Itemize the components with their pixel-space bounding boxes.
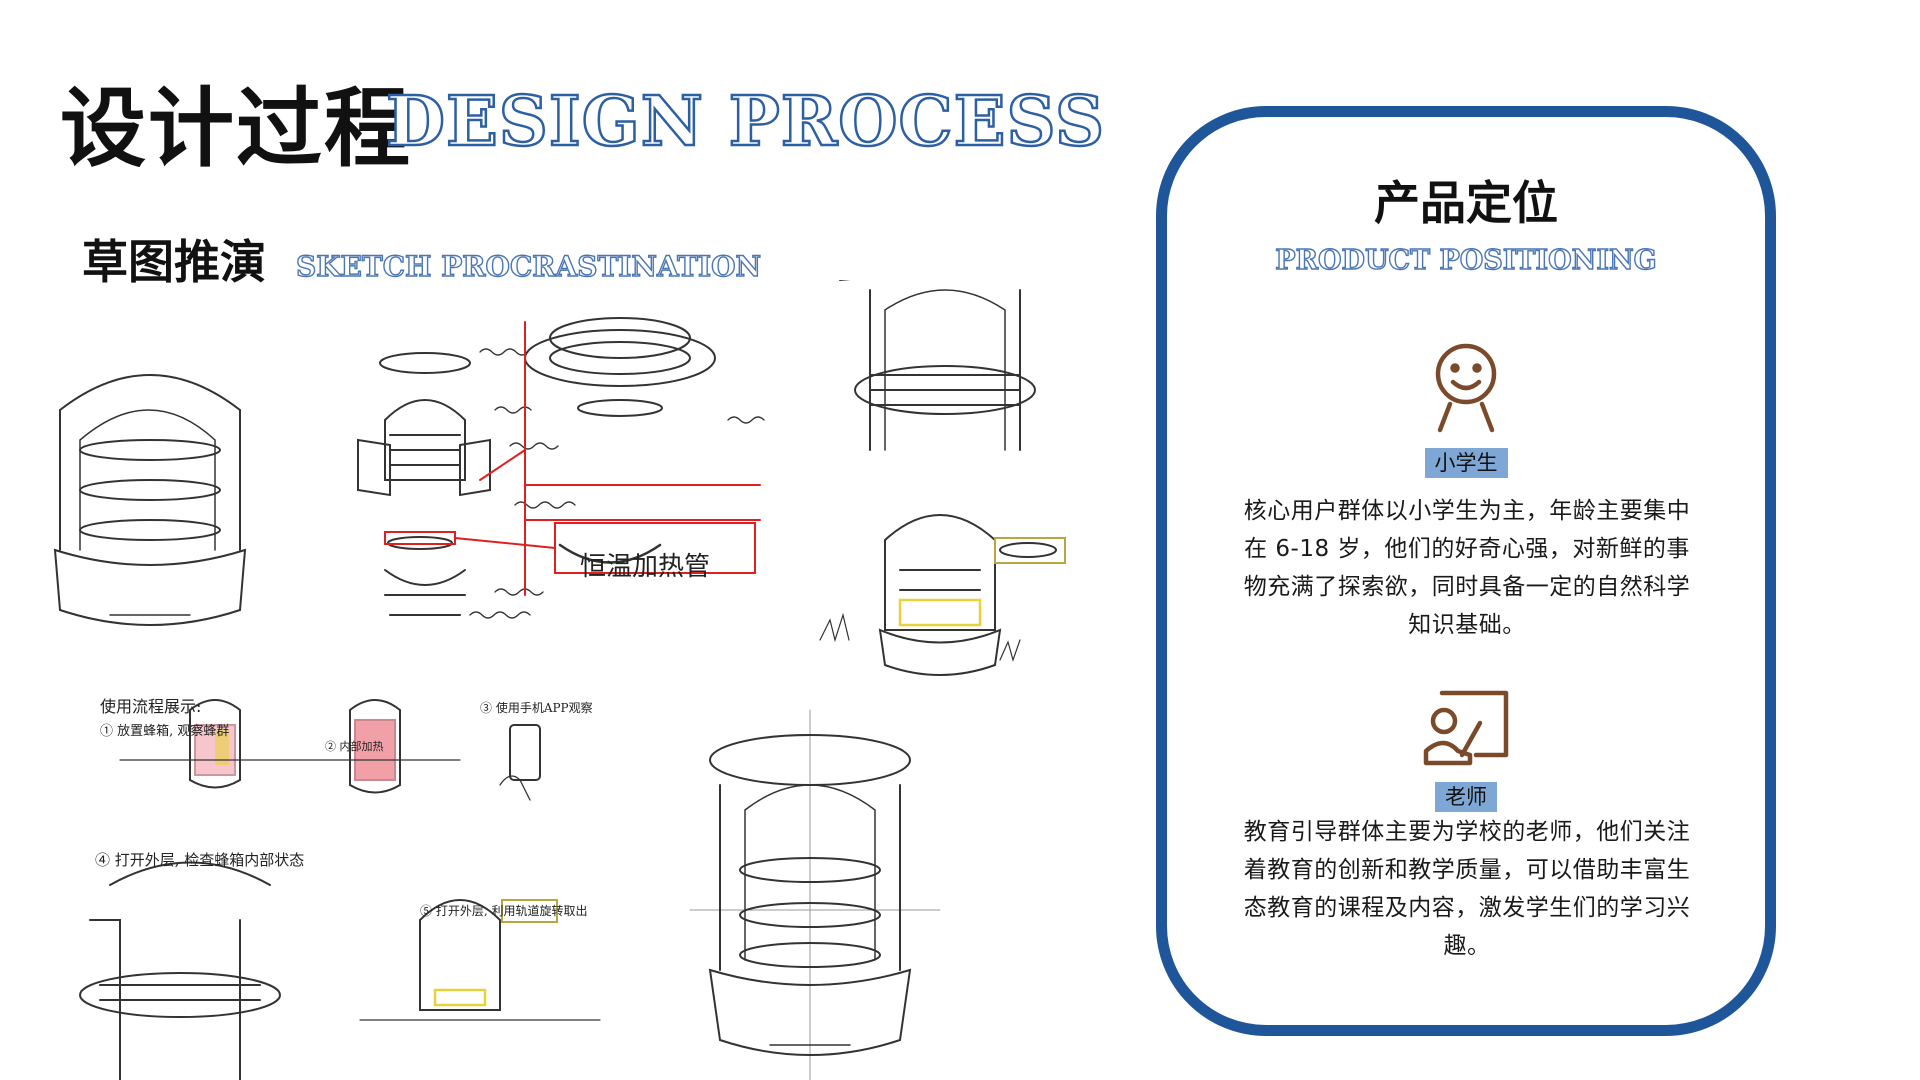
section-title-english: SKETCH PROCRASTINATION: [295, 249, 762, 283]
card-title: 产品定位: [1374, 176, 1558, 230]
persona-label-teacher: 老师: [1435, 782, 1497, 812]
sketch-stand: [839, 280, 1036, 451]
sketch-red-callouts: [384, 321, 761, 596]
persona-description-teacher: 教育引导群体主要为学校的老师，他们关注着教育的创新和教学质量，可以借助丰富生态教…: [1243, 819, 1691, 959]
sketch-dome-hive: [53, 374, 247, 626]
sketch-usage-flow: [79, 699, 601, 1080]
card-subtitle-english: PRODUCT POSITIONING: [1275, 244, 1658, 276]
sketch-hive-tray: [819, 514, 1066, 676]
sketch-label-step4: ④ 打开外层, 检查蜂箱内部状态: [95, 851, 304, 869]
sketch-hive-large: [689, 709, 941, 1080]
page-title: 设计过程: [60, 78, 412, 179]
sketch-label-step1: ① 放置蜂箱, 观察蜂群: [100, 723, 229, 739]
section-title: 草图推演: [82, 235, 266, 289]
sketch-label-step2: ② 内部加热: [325, 739, 384, 753]
persona-description-student: 核心用户群体以小学生为主，年龄主要集中在 6-18 岁，他们的好奇心强，对新鲜的…: [1243, 498, 1691, 638]
teacher-board-icon: [1422, 687, 1512, 787]
persona-label-student: 小学生: [1424, 448, 1508, 478]
sketch-label-step5: ⑤ 打开外层, 利用轨道旋转取出: [420, 903, 587, 918]
sketch-illustrations: 恒温加热管 使用流程展示: ① 放置蜂箱, 观察蜂群 ② 内部加热 ③ 使用手机…: [53, 280, 1066, 1080]
sketch-label-heater: 恒温加热管: [580, 552, 710, 582]
product-positioning-card: 产品定位 PRODUCT POSITIONING 小学生 核心用户群体以小学生为…: [1156, 106, 1776, 1036]
sketch-label-usage-title: 使用流程展示:: [100, 697, 201, 716]
smiley-person-icon: [1426, 342, 1506, 442]
page-title-english: DESIGN PROCESS: [385, 81, 1106, 164]
sketch-label-step3: ③ 使用手机APP观察: [480, 700, 593, 715]
